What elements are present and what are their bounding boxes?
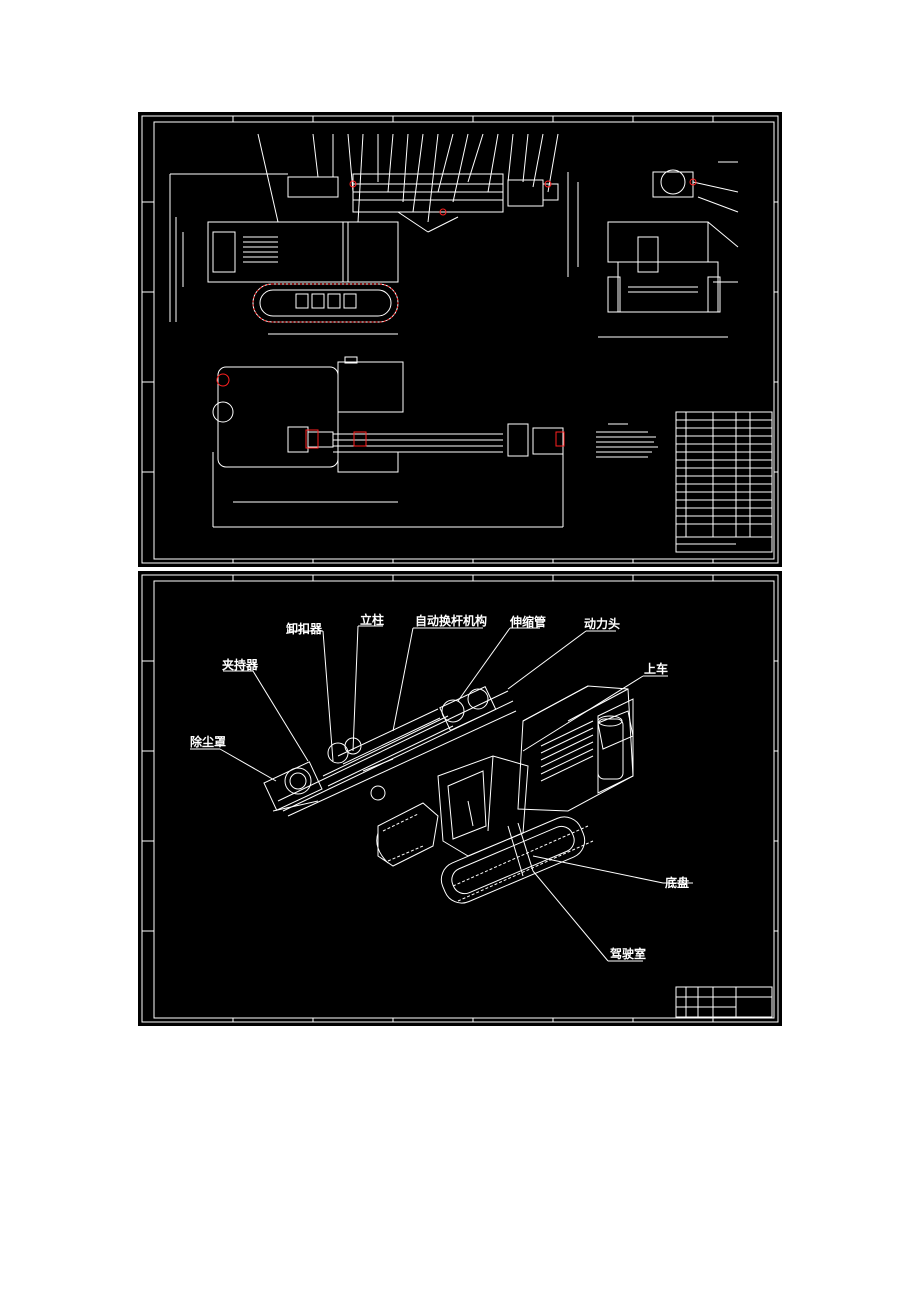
upper-carriage <box>517 685 634 812</box>
side-view <box>567 161 739 338</box>
vent-grille <box>243 236 278 263</box>
exhaust-stack <box>597 715 624 780</box>
drill-mast <box>263 685 517 817</box>
top-view-highlights <box>216 373 565 449</box>
callout-lizhu: 立柱 <box>360 612 384 627</box>
top-view <box>212 356 564 528</box>
callout-leaders <box>190 625 693 962</box>
front-view-highlights <box>349 180 552 216</box>
isometric-drawing: 卸扣器 立柱 自动换杆机构 伸缩管 动力头 夹持器 上车 除尘罩 底盘 驾驶室 <box>141 574 779 1023</box>
front-view <box>169 133 559 335</box>
outer-border <box>141 574 779 1023</box>
border-zone-ticks <box>142 116 778 563</box>
border-zone-ticks <box>142 575 778 1022</box>
crawler-chassis <box>376 802 594 904</box>
callout-jiashishi: 驾驶室 <box>609 946 646 961</box>
callout-dipan: 底盘 <box>665 875 689 890</box>
callout-jiachiqi: 夹持器 <box>222 657 259 672</box>
callout-huangan: 自动换杆机构 <box>415 613 487 628</box>
callout-shakou: 卸扣器 <box>286 621 323 636</box>
drawing-sheet-isometric: 卸扣器 立柱 自动换杆机构 伸缩管 动力头 夹持器 上车 除尘罩 底盘 驾驶室 <box>138 571 782 1026</box>
callout-chuchenzhao: 除尘罩 <box>190 734 226 749</box>
inner-border <box>153 580 775 1019</box>
side-view-highlight <box>689 178 697 186</box>
drawing-sheet-orthographic <box>138 112 782 567</box>
callout-shensuo: 伸缩管 <box>509 614 546 629</box>
leader-lines <box>257 133 559 223</box>
outer-border <box>141 115 779 564</box>
technical-notes <box>596 423 658 458</box>
orthographic-drawing <box>141 115 779 564</box>
parts-list-table <box>675 411 773 553</box>
callout-shangche: 上车 <box>644 661 668 676</box>
inner-border <box>153 121 775 560</box>
callout-donglitou: 动力头 <box>584 616 620 631</box>
title-block <box>675 986 773 1018</box>
